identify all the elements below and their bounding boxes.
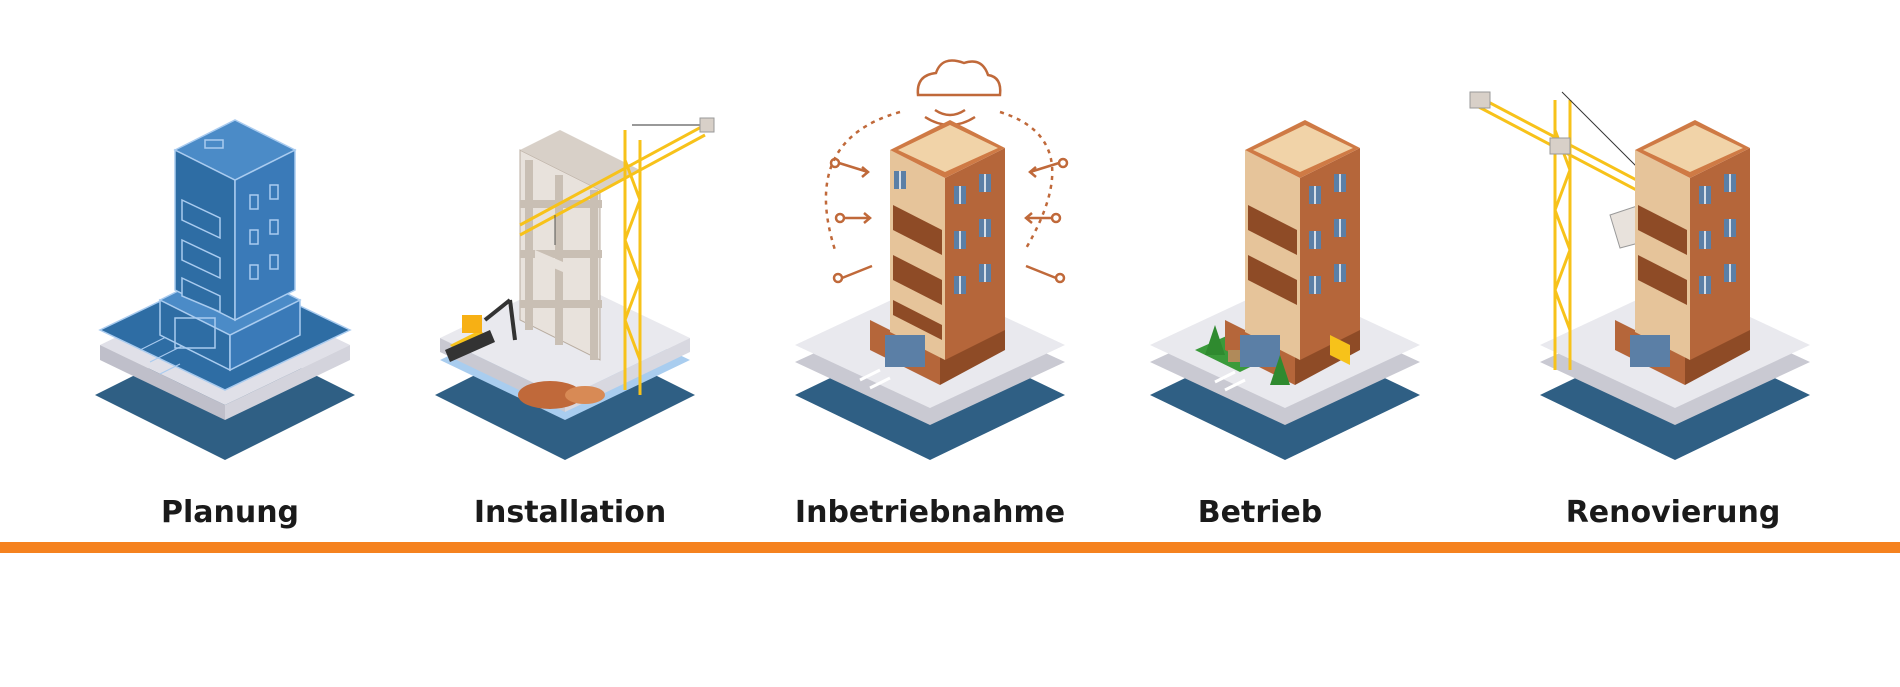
brick-building-renovation [1615,120,1750,385]
tree-icon [1205,325,1290,385]
crane-icon [519,117,715,395]
stage-renovierung [1469,91,1810,460]
timeline-bar [0,542,1900,553]
stage-label-planung: Planung [161,495,299,530]
stage-installation [435,117,715,460]
stage-label-betrieb: Betrieb [1198,495,1322,530]
stage-planung [95,119,355,460]
stage-inbetriebnahme [795,59,1069,460]
brick-building-operation [1225,120,1360,385]
stage-label-inbetriebnahme: Inbetriebnahme [795,495,1065,530]
stage-label-installation: Installation [474,495,666,530]
cloud-connection-icon [824,59,1069,284]
dirt-pile [518,381,605,409]
stage-label-renovierung: Renovierung [1566,495,1781,530]
stage-betrieb [1150,120,1420,460]
brick-building-commissioning [870,120,1005,385]
blueprint-building [158,119,302,372]
excavator-icon [445,298,517,362]
